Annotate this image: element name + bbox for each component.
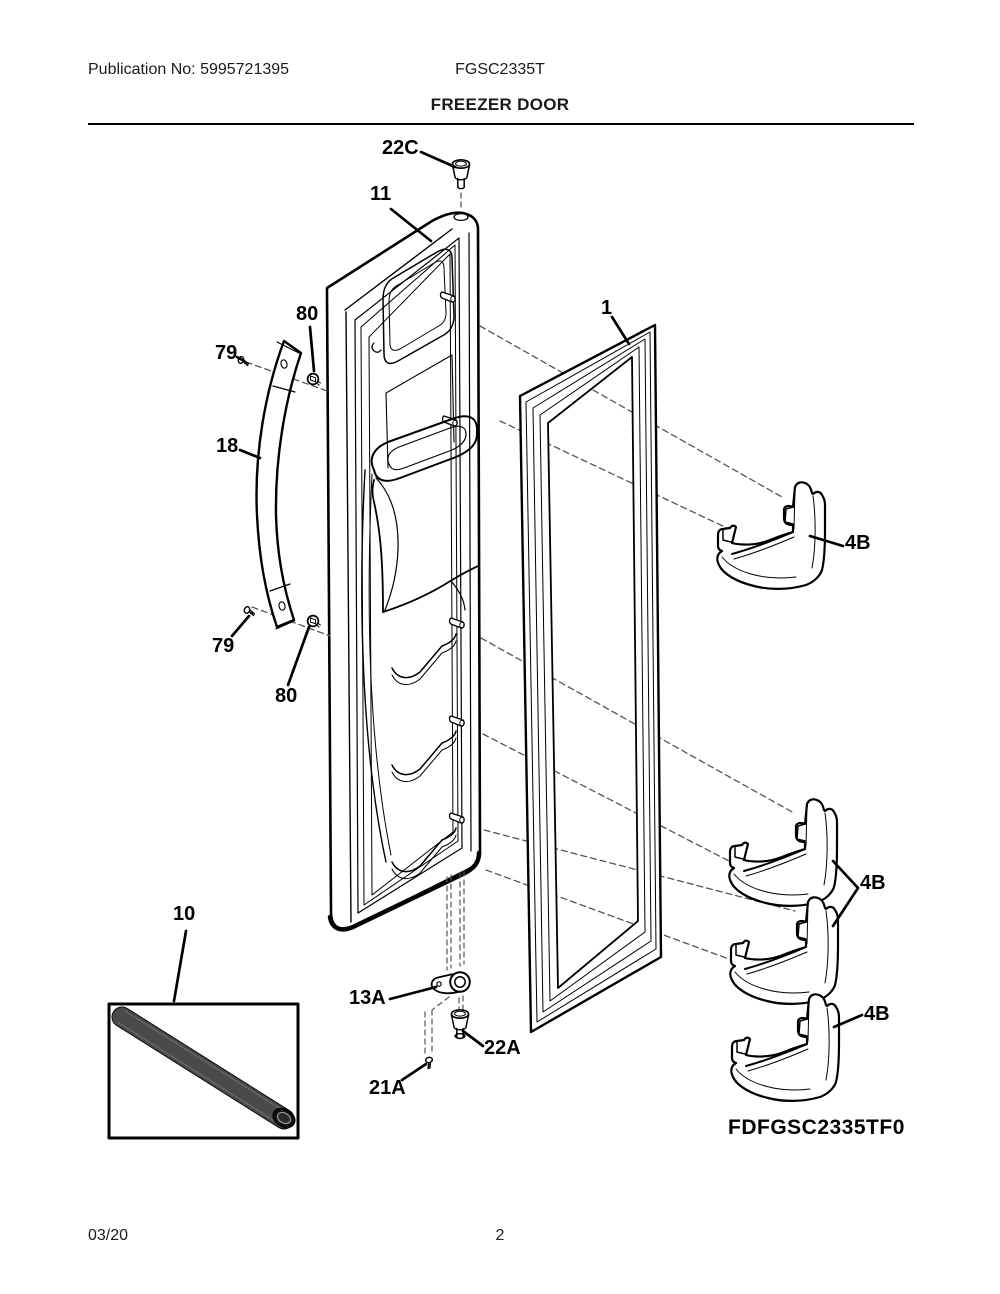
callout-4b-bottom: 4B: [864, 1003, 890, 1025]
callout-18: 18: [216, 435, 239, 457]
door-handle-illustration: [236, 339, 331, 637]
footer-date: 03/20: [88, 1227, 129, 1244]
callout-4b-top: 4B: [845, 532, 871, 554]
callout-13a: 13A: [349, 987, 386, 1009]
callout-10: 10: [173, 903, 196, 925]
callout-11: 11: [370, 183, 392, 205]
bottom-hinge-bracket-illustration: [430, 971, 471, 995]
callout-4b-middle: 4B: [860, 872, 886, 894]
callout-21a: 21A: [369, 1077, 406, 1099]
header-divider-line: [88, 123, 914, 125]
handle-screw-80-bottom: [306, 614, 322, 628]
bottom-hinge-guide-lines: [424, 870, 465, 1057]
door-gasket-illustration: [518, 323, 663, 1034]
door-bin-2-illustration: [729, 896, 840, 1005]
top-hinge-pin-illustration: [451, 158, 471, 212]
bottom-hinge-screw-illustration: [424, 1055, 436, 1070]
bottom-hinge-pin-illustration: [450, 1008, 470, 1040]
callout-leader-lines: [172, 150, 864, 1082]
footer-page-number: 2: [495, 1227, 505, 1244]
model-number: FGSC2335T: [455, 61, 545, 78]
section-title: FREEZER DOOR: [430, 95, 570, 114]
handle-screw-80-top: [306, 372, 322, 386]
callout-80-top: 80: [296, 303, 319, 325]
callout-22c: 22C: [382, 137, 419, 159]
publication-number: Publication No: 5995721395: [88, 61, 290, 78]
callout-79-top: 79: [215, 342, 238, 364]
drawing-code: FDFGSC2335TF0: [728, 1116, 905, 1139]
door-bin-1-illustration: [728, 798, 839, 907]
callout-79-bottom: 79: [212, 635, 235, 657]
boxed-part-10-illustration: [107, 1002, 300, 1140]
callout-22a: 22A: [484, 1037, 521, 1059]
callout-80-bottom: 80: [275, 685, 298, 707]
callout-1: 1: [601, 297, 613, 319]
door-bin-3-illustration: [730, 993, 841, 1102]
freezer-door-illustration: [325, 211, 482, 932]
